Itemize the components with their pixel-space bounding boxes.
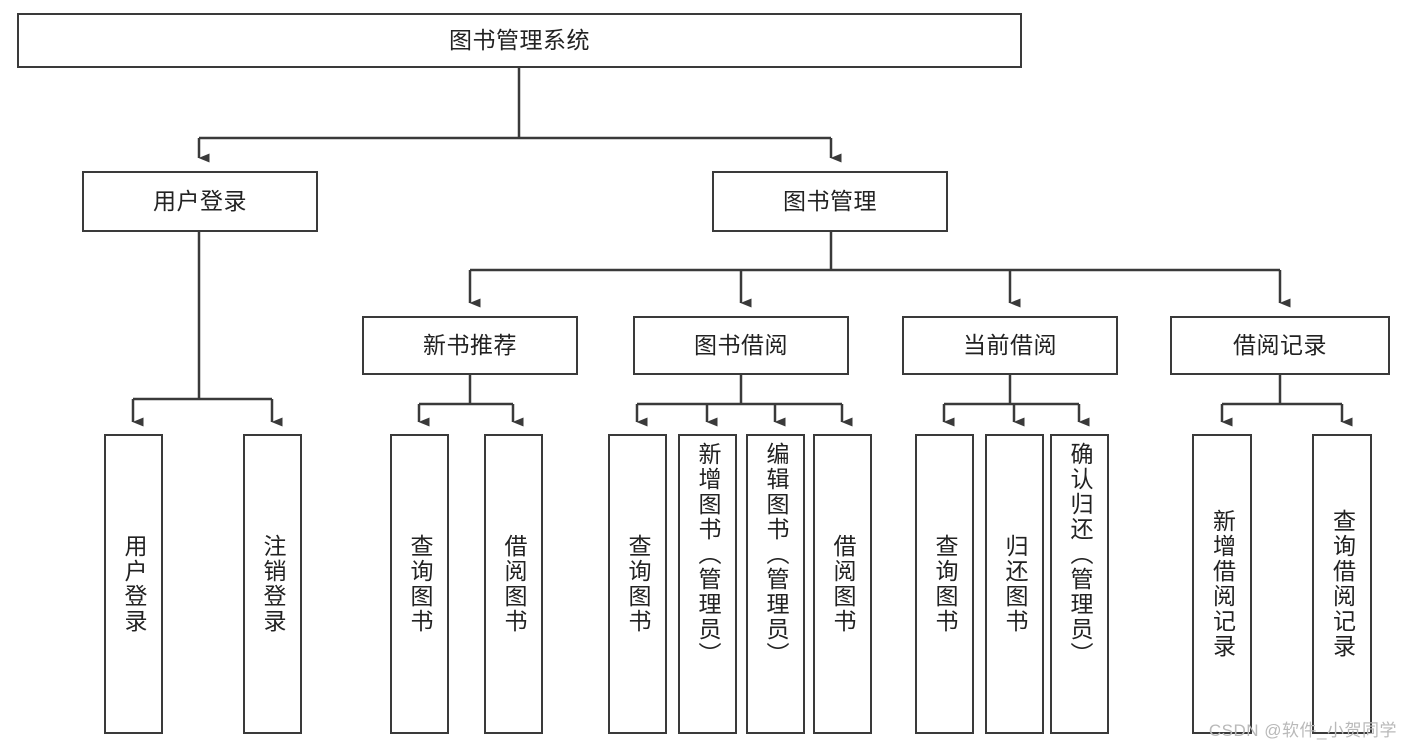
node-leaf-query-book-1-label: 查询图书 [407,534,433,634]
node-new-book-recommend-label: 新书推荐 [423,331,517,358]
node-leaf-user-login[interactable]: 用户登录 [104,434,163,734]
node-leaf-add-record-label: 新增借阅记录 [1209,509,1236,659]
node-leaf-query-record-label: 查询借阅记录 [1329,509,1356,659]
node-leaf-return-book[interactable]: 归还图书 [985,434,1044,734]
node-leaf-query-book-3[interactable]: 查询图书 [915,434,974,734]
node-leaf-borrow-book-1-label: 借阅图书 [501,534,527,634]
node-leaf-add-record[interactable]: 新增借阅记录 [1192,434,1252,734]
node-borrow-record[interactable]: 借阅记录 [1170,316,1390,375]
node-leaf-query-book-1[interactable]: 查询图书 [390,434,449,734]
node-book-manage-label: 图书管理 [783,187,877,214]
node-new-book-recommend[interactable]: 新书推荐 [362,316,578,375]
node-leaf-return-book-label: 归还图书 [1002,534,1028,634]
node-leaf-query-book-2[interactable]: 查询图书 [608,434,667,734]
node-user-login-label: 用户登录 [153,187,247,214]
node-user-login[interactable]: 用户登录 [82,171,318,232]
node-leaf-query-book-2-label: 查询图书 [625,534,651,634]
node-book-manage[interactable]: 图书管理 [712,171,948,232]
watermark-text: CSDN @软件_小贺同学 [1208,721,1397,740]
node-book-borrow[interactable]: 图书借阅 [633,316,849,375]
node-leaf-edit-book[interactable]: 编辑图书（管理员） [746,434,805,734]
node-leaf-add-book[interactable]: 新增图书（管理员） [678,434,737,734]
node-leaf-borrow-book-2-label: 借阅图书 [830,534,856,634]
node-leaf-borrow-book-1[interactable]: 借阅图书 [484,434,543,734]
node-leaf-borrow-book-2[interactable]: 借阅图书 [813,434,872,734]
node-leaf-logout[interactable]: 注销登录 [243,434,302,734]
node-leaf-user-login-label: 用户登录 [121,534,147,634]
node-leaf-add-book-label: 新增图书（管理员） [695,442,721,667]
node-leaf-confirm-return[interactable]: 确认归还（管理员） [1050,434,1109,734]
node-root-label: 图书管理系统 [449,26,590,53]
node-leaf-edit-book-label: 编辑图书（管理员） [763,442,789,667]
node-leaf-query-book-3-label: 查询图书 [932,534,958,634]
node-leaf-confirm-return-label: 确认归还（管理员） [1067,442,1093,667]
node-root[interactable]: 图书管理系统 [17,13,1022,68]
node-current-borrow[interactable]: 当前借阅 [902,316,1118,375]
node-leaf-logout-label: 注销登录 [260,534,286,634]
node-leaf-query-record[interactable]: 查询借阅记录 [1312,434,1372,734]
node-book-borrow-label: 图书借阅 [694,331,788,358]
node-current-borrow-label: 当前借阅 [963,331,1057,358]
node-borrow-record-label: 借阅记录 [1233,331,1327,358]
